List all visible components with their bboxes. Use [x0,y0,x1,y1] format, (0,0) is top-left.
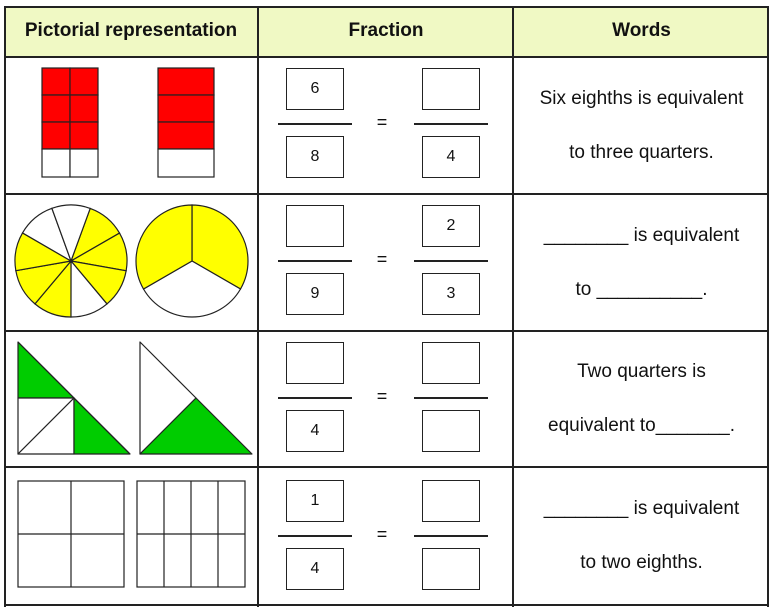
row4-words-line2: to two eighths. [580,552,703,573]
row4-pictures [17,480,246,588]
equals-sign: = [376,386,388,406]
grid-line [257,6,259,607]
row4-left-numerator[interactable]: 1 [286,480,344,522]
fraction-bar [278,260,352,262]
fraction-bar [414,535,488,537]
fraction-bar [278,123,352,125]
row3-pictures [17,341,253,455]
row3-left-denominator[interactable]: 4 [286,410,344,452]
fractions-table: Pictorial representation Fraction Words [4,6,769,607]
equals-sign: = [376,112,388,132]
row3-right-denominator[interactable] [422,410,480,452]
row2-right-denominator[interactable]: 3 [422,273,480,315]
pie-slice [51,204,91,263]
row2-left-denominator[interactable]: 9 [286,273,344,315]
equals-sign: = [376,249,388,269]
grid-line [4,330,769,332]
grid-line [4,6,769,8]
row2-pictures [14,204,249,318]
row2-words-line1: ________ is equivalent [543,225,740,246]
row3-right-numerator[interactable] [422,342,480,384]
pie-slice [191,204,249,290]
grid-line [4,604,769,606]
equals-sign: = [376,524,388,544]
pie-slice [142,260,242,318]
grid-line [4,56,769,58]
halves-triangle-right [139,341,253,455]
grid-line [767,6,769,607]
row4-words-line1: ________ is equivalent [543,498,740,519]
header-fraction: Fraction [348,20,424,41]
row1-words-line2: to three quarters. [569,142,714,163]
thirds-circle [135,204,249,318]
table-header [4,6,769,56]
row2-left-numerator[interactable] [286,205,344,247]
row4-right-denominator[interactable] [422,548,480,590]
row1-right-numerator[interactable] [422,68,480,110]
row3-left-numerator[interactable] [286,342,344,384]
grid-line [512,6,514,607]
grid-line [4,6,6,607]
row1-words-line1: Six eighths is equivalent [539,88,744,109]
grid-line [4,466,769,468]
ninths-circle [14,204,128,318]
row3-words-line2: equivalent to_______. [548,415,735,436]
row4-right-numerator[interactable] [422,480,480,522]
fraction-bar [278,397,352,399]
row2-right-numerator[interactable]: 2 [422,205,480,247]
eighths-square [136,480,246,588]
quarters-rectangle [157,67,215,178]
row1-left-numerator[interactable]: 6 [286,68,344,110]
row1-pictures [41,67,215,178]
row2-words-line2: to __________. [575,279,708,300]
fraction-bar [414,260,488,262]
header-words: Words [612,20,671,41]
pie-slice [135,204,193,290]
header-pictorial: Pictorial representation [24,20,238,41]
fraction-bar [414,397,488,399]
row4-left-denominator[interactable]: 4 [286,548,344,590]
row1-right-denominator[interactable]: 4 [422,136,480,178]
grid-line [4,193,769,195]
eighths-rectangle [41,67,99,178]
fraction-bar [414,123,488,125]
fraction-bar [278,535,352,537]
row3-words-line1: Two quarters is [577,361,706,382]
row1-left-denominator[interactable]: 8 [286,136,344,178]
quarters-triangle-left [17,341,131,455]
quarters-square [17,480,125,588]
